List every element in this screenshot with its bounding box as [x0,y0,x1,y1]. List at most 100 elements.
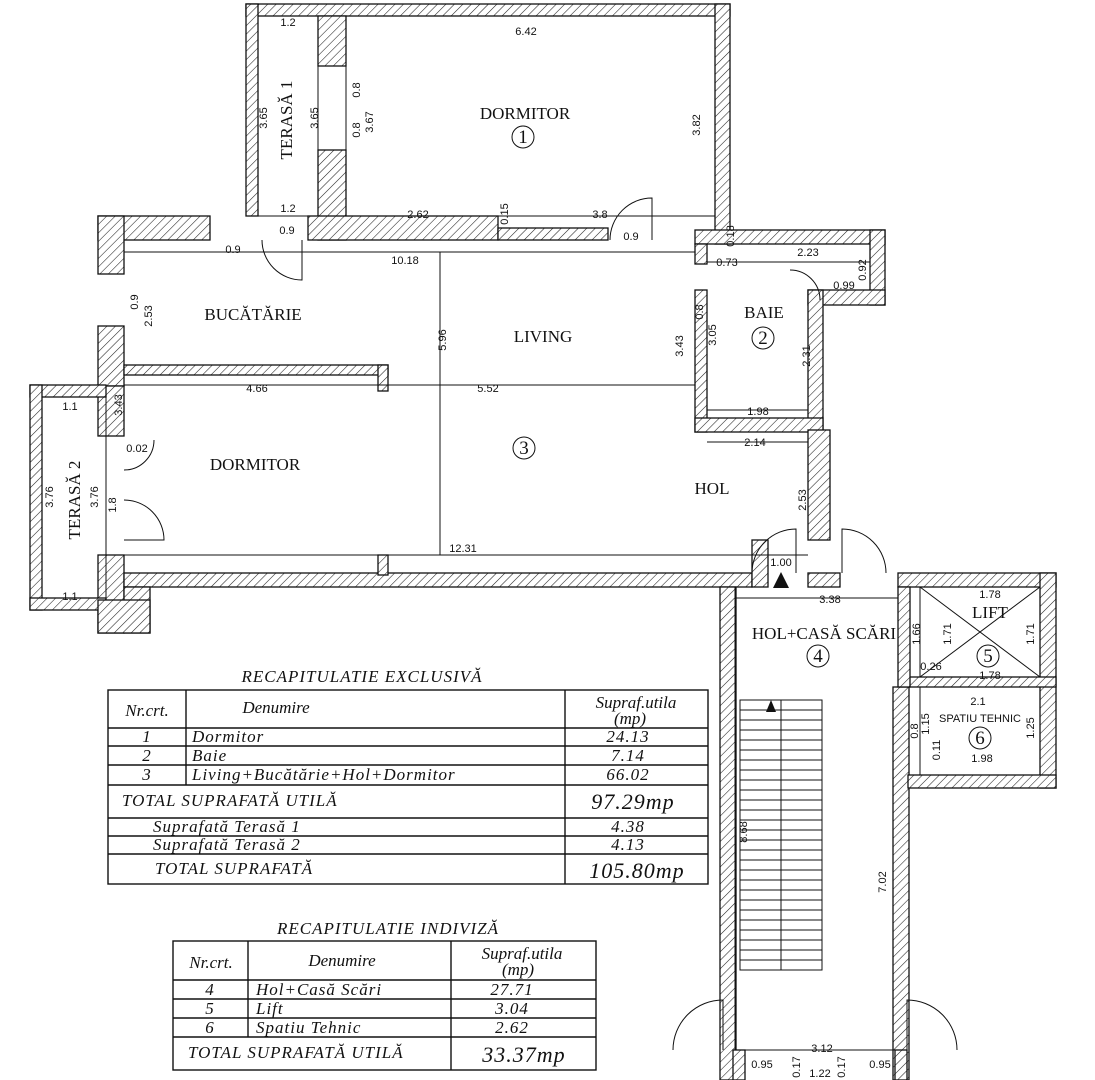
dim-label: 0.73 [716,257,737,269]
room-label-lift: LIFT [972,603,1009,622]
table-row-val: 24.13 [606,727,649,746]
dim-label: 5.52 [477,383,498,395]
dim-label: 3.67 [364,111,376,132]
dim-label: 0.9 [279,225,294,237]
dim-label: 0.9 [225,244,240,256]
dim-label: 3.8 [592,209,607,221]
table-row-den: Hol+Casă Scări [255,980,382,999]
room-labels: DORMITOR 1 TERASĂ 1 BUCĂTĂRIE LIVING 3 B… [65,81,1021,750]
room-label-terasa-2: TERASĂ 2 [65,461,84,540]
room-number-6: 6 [975,728,985,749]
room-number-1: 1 [518,127,528,148]
table-exclusive: RECAPITULATIE EXCLUSIVĂ Nr.crt. Denumire… [107,667,709,885]
table-row-val: 3.04 [494,999,529,1018]
table-indiviza-header-nr: Nr.crt. [188,953,232,972]
dim-label: 2.14 [744,437,765,449]
table-exclusive-header-nr: Nr.crt. [124,701,168,720]
dim-label: 1.2 [280,17,295,29]
dim-label: 0.8 [694,304,706,319]
dim-label: 8.68 [738,821,750,842]
room-label-dormitor-2: DORMITOR [210,455,301,474]
room-label-hol: HOL [695,479,730,498]
table-indiviza-total-label: TOTAL SUPRAFATĂ UTILĂ [188,1043,404,1062]
dim-label: 0.8 [909,723,921,738]
table-row-den: Spatiu Tehnic [256,1018,361,1037]
dim-label: 0.17 [791,1056,803,1077]
table-row-val: 2.62 [495,1018,529,1037]
dim-label: 3.76 [44,486,56,507]
stair-arrow-icon [766,700,776,712]
dim-label: 0.11 [931,740,943,761]
dim-label: 0.8 [351,82,363,97]
room-number-5: 5 [983,646,993,667]
table-indiviza-title: RECAPITULATIE INDIVIZĂ [276,919,499,938]
table-exclusive-total-label: TOTAL SUPRAFATĂ [155,859,313,878]
dim-label: 0.26 [920,661,941,673]
dim-label: 4.66 [246,383,267,395]
dim-label: 1.71 [942,623,954,644]
table-row-den: Living+Bucătărie+Hol+Dormitor [191,765,456,784]
dim-label: 12.31 [449,543,477,555]
table-row-val: 7.14 [611,746,645,765]
dim-label: 2.53 [143,305,155,326]
table-indiviza-header-den: Denumire [307,951,376,970]
table-row-den: Lift [255,999,284,1018]
dim-label: 1.78 [979,589,1000,601]
dim-label: 0.99 [833,280,854,292]
table-exclusive-total-value: 105.80mp [589,858,684,883]
table-row-nr: 2 [142,746,152,765]
dim-label: 1.98 [747,406,768,418]
table-indiviza-header-sup-unit: (mp) [502,960,534,979]
table-exclusive-header-sup-unit: (mp) [614,709,646,728]
room-label-hol-casa-scari: HOL+CASĂ SCĂRI [752,624,897,643]
dimension-labels: 6.42 3.8 2 1.2 1.2 3.65 3.65 0.8 0.8 3.67… [44,17,1037,1080]
room-number-4: 4 [813,646,823,667]
table-terasa-label: Suprafată Terasă 1 [153,817,301,836]
dim-label: 1.25 [1025,717,1037,738]
room-label-spatiu-tehnic: SPATIU TEHNIC [939,713,1021,725]
room-number-3: 3 [519,438,529,459]
dim-label: 1.2 [280,203,295,215]
room-label-bucatarie: BUCĂTĂRIE [204,305,301,324]
dim-label: 7.02 [877,871,889,892]
table-exclusive-header-sup: Supraf.utila [596,693,677,712]
dim-label: 0.95 [751,1059,772,1071]
table-row-nr: 5 [205,999,215,1018]
dim-label: 2.23 [797,247,818,259]
dim-label: 10.18 [391,255,419,267]
door-swings [123,197,958,1051]
dim-label: 3.12 [811,1043,832,1055]
dim-label: 3.43 [113,394,125,415]
table-row-nr: 1 [142,727,152,746]
dim-label: 1.22 [809,1068,830,1080]
dim-label: 0.17 [836,1056,848,1077]
dim-label: 0.18 [725,225,737,246]
dim-label: 3.65 [309,107,321,128]
room-label-living: LIVING [514,327,573,346]
dim-label: 6.42 [515,26,536,38]
walls [29,3,1057,1080]
dim-label: 2.1 [970,696,985,708]
dim-label: 3.76 [89,486,101,507]
table-row-val: 66.02 [606,765,649,784]
dim-label: 2.53 [797,489,809,510]
room-label-dormitor-1: DORMITOR [480,104,571,123]
dim-label: 2.31 [801,345,813,366]
entry-arrow-icon [773,572,789,588]
dim-label: 3.65 [258,107,270,128]
table-terasa-val: 4.38 [611,817,645,836]
table-row-nr: 4 [205,980,215,999]
dim-label: 1.00 [770,557,791,569]
dim-label: 3.05 [707,324,719,345]
dim-label: 0.9 [623,231,638,243]
room-label-baie: BAIE [744,303,784,322]
dim-label: 0.95 [869,1059,890,1071]
room-label-terasa-1: TERASĂ 1 [277,81,296,160]
dim-label: 0.9 [129,294,141,309]
dim-label: 0.02 [126,443,147,455]
table-row-val: 27.71 [490,980,533,999]
dim-label: 1.66 [911,623,923,644]
room-number-2: 2 [758,328,768,349]
table-indiviza: RECAPITULATIE INDIVIZĂ Nr.crt. Denumire … [172,919,597,1071]
table-indiviza-total-value: 33.37mp [481,1042,565,1067]
